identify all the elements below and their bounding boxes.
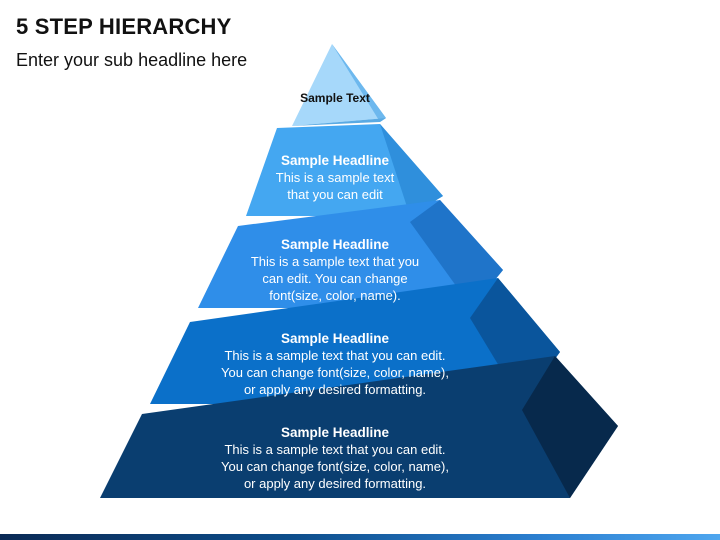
pyramid-tier-1[interactable] bbox=[246, 124, 443, 216]
pyramid-top-label: Sample Text bbox=[300, 91, 370, 105]
tier-4-text: Sample Headline This is a sample text th… bbox=[215, 424, 455, 492]
slide-subtitle: Enter your sub headline here bbox=[16, 50, 248, 70]
tier-2-text: Sample Headline This is a sample text th… bbox=[240, 236, 430, 304]
slide-title: 5 STEP HIERARCHY bbox=[16, 14, 232, 39]
pyramid-tier-4[interactable] bbox=[100, 356, 618, 498]
tier-1-body: This is a sample text that you can edit bbox=[275, 170, 395, 202]
tier-3-headline: Sample Headline bbox=[280, 331, 390, 346]
footer-accent-bar bbox=[0, 534, 720, 540]
tier-2-headline: Sample Headline bbox=[280, 237, 390, 252]
tier-4-body: This is a sample text that you can edit.… bbox=[221, 442, 449, 491]
pyramid-tier-top[interactable] bbox=[292, 44, 386, 126]
tier-1-text: Sample Headline This is a sample text th… bbox=[250, 152, 420, 203]
tier-2-body: This is a sample text that you can edit.… bbox=[250, 254, 420, 303]
tier-4-headline: Sample Headline bbox=[280, 425, 390, 440]
tier-3-text: Sample Headline This is a sample text th… bbox=[215, 330, 455, 398]
tier-1-headline: Sample Headline bbox=[280, 153, 390, 168]
tier-3-body: This is a sample text that you can edit.… bbox=[221, 348, 449, 397]
